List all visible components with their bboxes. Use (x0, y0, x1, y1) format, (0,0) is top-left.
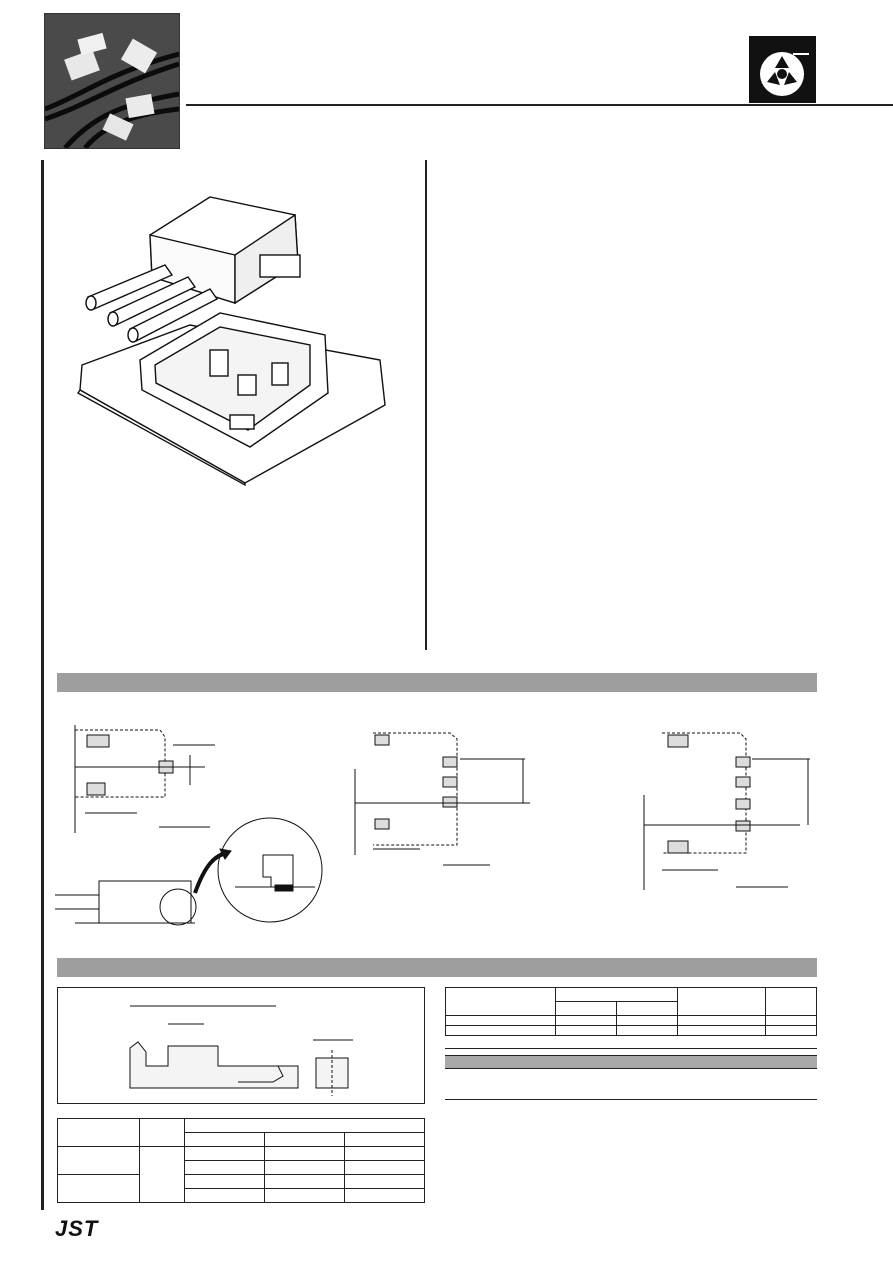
section-bar-terminal (57, 958, 817, 977)
note-bottom-rule (445, 1099, 817, 1100)
pcb-layout-drawing-1 (74, 725, 215, 833)
terminal-drawing (129, 1005, 353, 1096)
terminal-drawing-frame (57, 987, 425, 1104)
pcb-layout-drawing-3 (643, 732, 810, 890)
pcb-layout-drawing-2 (354, 732, 530, 866)
column-divider (425, 160, 427, 650)
terminal-spec-table (56, 1118, 426, 1203)
table-bottom-rule (445, 1048, 817, 1049)
product-photo (44, 13, 180, 149)
tape-reel-badge (749, 36, 816, 103)
brand-logo: JST (55, 1216, 99, 1241)
section-bar-pcb-layout (57, 673, 817, 692)
tape-reel-icon (749, 36, 816, 103)
left-margin-bar (41, 160, 44, 1210)
connector-isometric-drawing (76, 196, 386, 487)
header-rule (186, 104, 893, 106)
housing-spec-table (444, 987, 817, 1036)
side-view-magnified-drawing (55, 817, 323, 926)
note-header-strip (445, 1055, 817, 1069)
connector-photo-icon (45, 14, 179, 148)
